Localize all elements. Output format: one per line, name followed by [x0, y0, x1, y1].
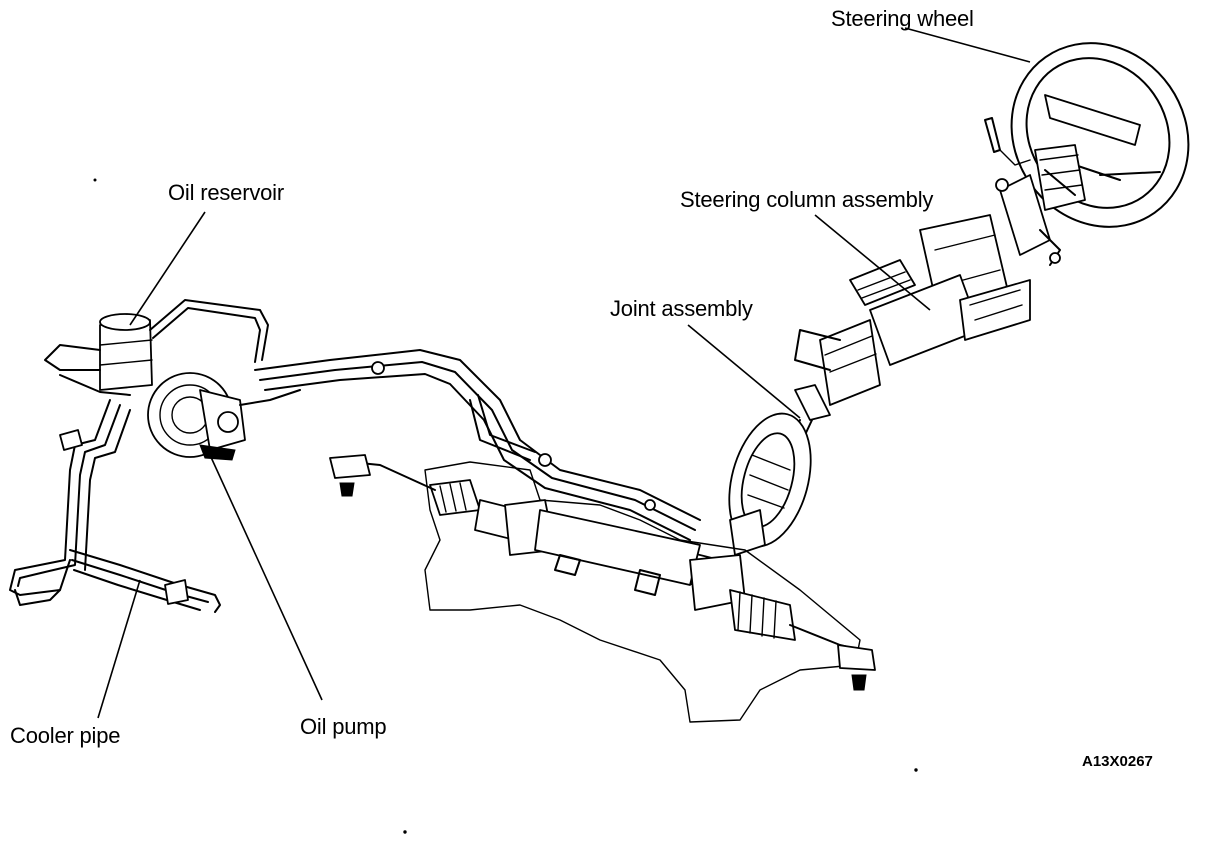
leader-lines: [97, 27, 1031, 719]
leader-steering-column: [814, 214, 931, 311]
leader-oil-reservoir: [129, 211, 206, 326]
label-steering-column-assembly: Steering column assembly: [680, 187, 934, 212]
label-cooler-pipe: Cooler pipe: [10, 723, 121, 748]
label-joint-assembly: Joint assembly: [610, 296, 753, 321]
leader-oil-pump: [209, 454, 323, 701]
scan-specks: [93, 178, 918, 834]
steering-wheel: [984, 42, 1190, 228]
leader-steering-wheel: [904, 27, 1031, 63]
hoses: [254, 349, 701, 541]
label-oil-reservoir: Oil reservoir: [168, 180, 284, 205]
label-oil-pump: Oil pump: [300, 714, 387, 739]
joint-assembly: [728, 384, 831, 556]
leader-joint-assembly: [687, 324, 801, 419]
oil-reservoir: [44, 299, 269, 396]
steering-rack: [329, 454, 876, 723]
label-steering-wheel: Steering wheel: [831, 6, 974, 31]
steering-column: [794, 169, 1076, 406]
figure-code: A13X0267: [1082, 753, 1153, 770]
oil-pump: [147, 372, 301, 461]
leader-cooler-pipe: [97, 579, 141, 719]
cooler-pipe: [9, 399, 221, 613]
